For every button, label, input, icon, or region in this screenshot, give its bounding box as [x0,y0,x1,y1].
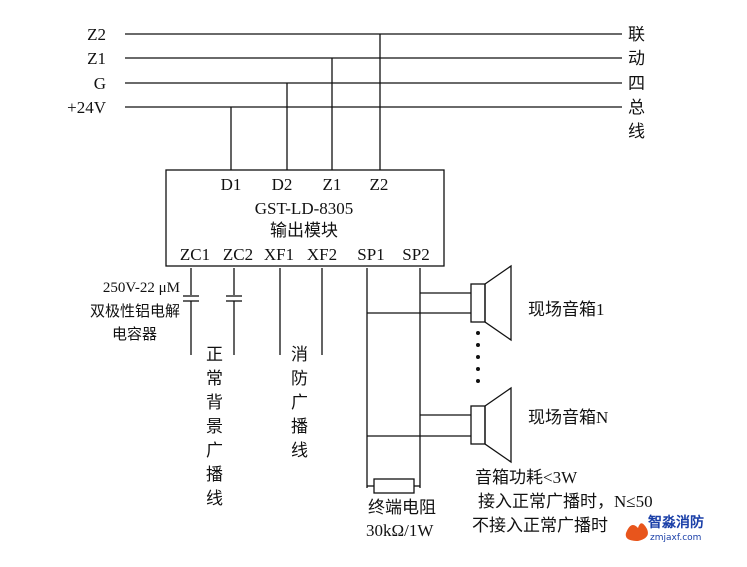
terminal-xf2: XF2 [307,245,337,264]
terminal-d2: D2 [272,175,293,194]
capacitor-label-line: 双极性铝电解 [90,303,180,320]
terminal-sp2: SP2 [402,245,429,264]
ellipsis-dot [476,379,480,383]
logo-url: zmjaxf.com [650,533,701,543]
speaker-cone [484,264,512,342]
bus-drop-wires [230,34,381,170]
bus-caption-char: 联 [628,25,645,44]
sp-wires [366,268,471,488]
bus-caption-char: 线 [628,122,645,141]
terminal-sp1: SP1 [357,245,384,264]
module-model: GST-LD-8305 [255,199,354,218]
vertical-label-char: 线 [291,441,308,460]
note-line: 不接入正常广播时 [472,516,608,535]
bus-caption-char: 总 [628,98,645,117]
terminal-z1: Z1 [323,175,342,194]
speaker-n: 现场音箱N [470,386,608,464]
ellipsis-dot [476,367,480,371]
resistor-label-line: 30kΩ/1W [366,521,434,540]
vertical-label-char: 常 [206,369,223,388]
capacitor-label: 250V-22 μM 双极性铝电解 电容器 [90,280,180,343]
terminal-d1: D1 [221,175,242,194]
terminal-zc1: ZC1 [180,245,210,264]
capacitor-label-line: 250V-22 μM [103,280,180,296]
bus-caption-char: 四 [628,74,645,93]
speaker-icon [470,283,486,323]
terminal-xf1: XF1 [264,245,294,264]
bus-label-z1: Z1 [87,49,106,68]
vertical-label-char: 播 [206,465,223,484]
watermark-logo: 智淼消防 zmjaxf.com [625,514,704,543]
normal-bg-line-label: 正 常 背 景 广 播 线 [206,345,223,508]
ellipsis-dot [476,343,480,347]
bus-caption-char: 动 [628,49,645,68]
speaker-icon [470,405,486,445]
speaker-notes: 音箱功耗<3W 接入正常广播时，N≤50 不接入正常广播时 [472,468,653,535]
speaker-n-label: 现场音箱N [528,408,608,427]
module-box [165,169,445,267]
vertical-label-char: 线 [206,489,223,508]
vertical-label-char: 广 [206,441,223,460]
vertical-label-char: 正 [206,345,223,364]
ellipsis-dot [476,355,480,359]
terminal-zc2: ZC2 [223,245,253,264]
vertical-label-char: 消 [291,345,308,364]
xf-wires [279,268,323,355]
output-module: D1 D2 Z1 Z2 GST-LD-8305 输出模块 ZC1 ZC2 XF1… [165,169,445,267]
speaker-1-label: 现场音箱1 [528,300,605,319]
bus-caption: 联 动 四 总 线 [628,25,645,141]
bus-label-z2: Z2 [87,25,106,44]
speaker-cone [484,386,512,464]
bus-lines [125,33,622,108]
note-line: 接入正常广播时，N≤50 [478,492,653,511]
vertical-label-char: 播 [291,417,308,436]
flame-icon [625,523,648,541]
bus-label-g: G [94,74,106,93]
zc-wires [183,268,242,355]
vertical-label-char: 广 [291,393,308,412]
speaker-1: 现场音箱1 [470,264,605,342]
logo-text: 智淼消防 [647,514,704,531]
vertical-label-char: 防 [291,369,308,388]
capacitor-label-line: 电容器 [112,326,157,343]
termination-resistor: 终端电阻 30kΩ/1W [366,478,436,540]
vertical-label-char: 背 [206,393,223,412]
ellipsis-dot [476,331,480,335]
speaker-dots [476,331,480,383]
resistor-label-line: 终端电阻 [368,498,436,517]
bus-label-24v: +24V [67,98,107,117]
resistor-icon [373,478,415,494]
vertical-label-char: 景 [206,417,223,436]
note-line: 音箱功耗<3W [475,468,578,487]
terminal-z2: Z2 [370,175,389,194]
bus-labels: Z2 Z1 G +24V [67,25,107,117]
module-name: 输出模块 [270,221,338,240]
fire-bc-line-label: 消 防 广 播 线 [291,345,308,460]
